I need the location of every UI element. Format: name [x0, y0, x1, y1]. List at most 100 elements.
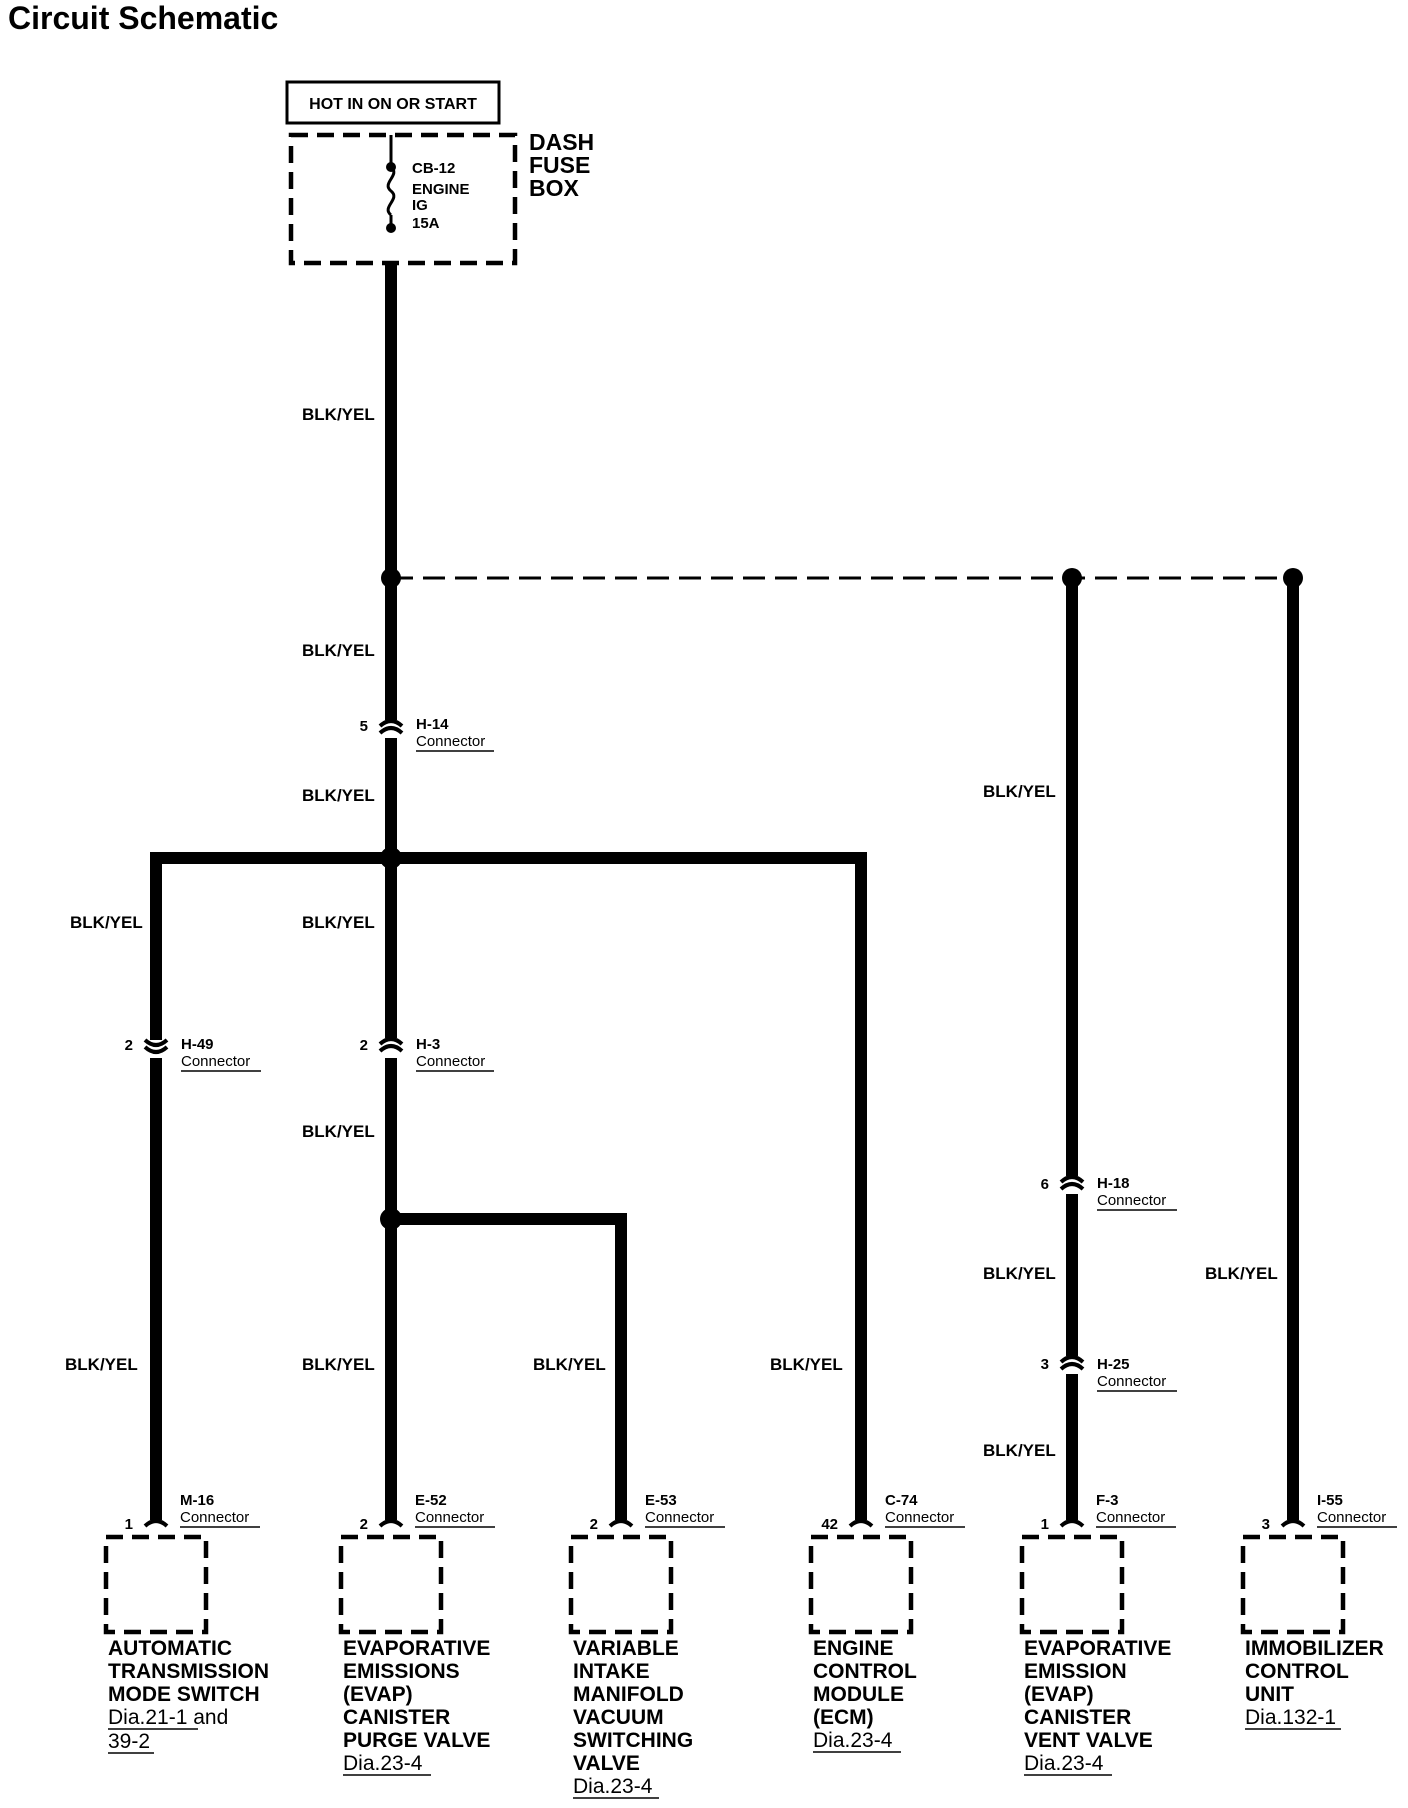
terminal-connector-word: Connector	[885, 1509, 954, 1526]
wire-label: BLK/YEL	[983, 782, 1056, 801]
component-evap-canister-purge-valve: 2 E-52ConnectorEVAPORATIVEEMISSIONS(EVAP)…	[338, 1492, 495, 1776]
component-name-line: (ECM)	[813, 1706, 874, 1729]
terminal-connector-word: Connector	[1317, 1509, 1386, 1526]
component-name-line: CONTROL	[813, 1660, 917, 1683]
component-diagram-ref[interactable]: Dia.23-4	[1024, 1752, 1104, 1775]
component-diagram-ref[interactable]: Dia.132-1	[1245, 1706, 1336, 1729]
component-diagram-ref[interactable]: Dia.23-4	[573, 1775, 653, 1798]
terminal-connector-id: I-55	[1317, 1492, 1343, 1509]
splice-dot	[1283, 568, 1303, 588]
h25-connector-word: Connector	[1097, 1373, 1166, 1390]
h18-pin: 6	[1041, 1176, 1049, 1193]
h14-pin: 5	[360, 718, 368, 735]
fuse-name-1: ENGINE	[412, 181, 470, 198]
terminal-connector-id: E-52	[415, 1492, 447, 1509]
component-diagram-ref[interactable]: Dia.23-4	[813, 1729, 893, 1752]
terminal-pin: 42	[821, 1516, 838, 1533]
component-box	[568, 1534, 674, 1635]
connector-symbol-h14	[378, 719, 404, 735]
h49-id: H-49	[181, 1036, 214, 1053]
wire-labels: BLK/YEL BLK/YEL BLK/YEL BLK/YEL BLK/YEL …	[65, 405, 1278, 1460]
component-name-line: PURGE VALVE	[343, 1729, 490, 1752]
component-name-line: CANISTER	[343, 1706, 450, 1729]
h49-pin: 2	[125, 1037, 133, 1054]
splice-dot	[380, 1208, 402, 1230]
terminal-socket	[1059, 1519, 1085, 1528]
component-box	[808, 1534, 914, 1635]
component-name-line: IMMOBILIZER	[1245, 1637, 1384, 1660]
wire-label: BLK/YEL	[1205, 1264, 1278, 1283]
h18-id: H-18	[1097, 1175, 1130, 1192]
wire-label: BLK/YEL	[983, 1441, 1056, 1460]
h3-connector-word: Connector	[416, 1053, 485, 1070]
h14-id: H-14	[416, 716, 449, 733]
fuse-box-label-1: DASH	[529, 129, 594, 155]
component-diagram-ref[interactable]: 39-2	[108, 1730, 150, 1753]
component-name-line: TRANSMISSION	[108, 1660, 269, 1683]
component-name-line: EVAPORATIVE	[1024, 1637, 1171, 1660]
component-name-line: CANISTER	[1024, 1706, 1131, 1729]
component-name-line: EVAPORATIVE	[343, 1637, 490, 1660]
component-name-line: VALVE	[573, 1752, 640, 1775]
component-name-line: (EVAP)	[343, 1683, 413, 1706]
terminal-socket	[378, 1519, 404, 1528]
h25-pin: 3	[1041, 1356, 1049, 1373]
connector-symbol-h18	[1059, 1175, 1085, 1191]
terminal-connector-id: C-74	[885, 1492, 918, 1509]
wires	[150, 263, 1299, 1520]
component-variable-intake-manifold-vacuum-switching-valve: 2E-53ConnectorVARIABLEINTAKEMANIFOLDVACU…	[568, 1492, 725, 1799]
component-name-line: (EVAP)	[1024, 1683, 1094, 1706]
splice-dot	[1062, 568, 1082, 588]
h3-pin: 2	[360, 1037, 368, 1054]
component-name-line: ENGINE	[813, 1637, 894, 1660]
wire-label: BLK/YEL	[302, 641, 375, 660]
component-name-line: INTAKE	[573, 1660, 650, 1683]
dash-fuse-box	[288, 132, 518, 266]
terminal-pin: 2	[590, 1516, 598, 1533]
terminal-socket	[143, 1519, 169, 1528]
component-name-line: MODULE	[813, 1683, 904, 1706]
terminal-connector-word: Connector	[415, 1509, 484, 1526]
terminal-pin: 2	[360, 1516, 368, 1533]
h3-id: H-3	[416, 1036, 440, 1053]
component-immobilizer-control-unit: 3I-55ConnectorIMMOBILIZERCONTROLUNITDia.…	[1240, 1492, 1397, 1730]
component-name-line: MANIFOLD	[573, 1683, 684, 1706]
component-diagram-ref[interactable]: Dia.23-4	[343, 1752, 423, 1775]
fuse-icon	[386, 135, 396, 233]
wire-label: BLK/YEL	[770, 1355, 843, 1374]
terminal-connector-word: Connector	[180, 1509, 249, 1526]
component-box	[338, 1534, 444, 1635]
component-name-line: EMISSIONS	[343, 1660, 460, 1683]
component-evap-canister-vent-valve: 1F-3ConnectorEVAPORATIVEEMISSION(EVAP)CA…	[1019, 1492, 1176, 1776]
component-box	[1240, 1534, 1346, 1635]
wire-label: BLK/YEL	[65, 1355, 138, 1374]
component-name-line: CONTROL	[1245, 1660, 1349, 1683]
terminal-pin: 3	[1262, 1516, 1270, 1533]
component-name-line: VENT VALVE	[1024, 1729, 1153, 1752]
wire-label: BLK/YEL	[302, 405, 375, 424]
connector-symbol-h25	[1059, 1355, 1085, 1371]
page-title: Circuit Schematic	[8, 0, 279, 36]
component-name-line: EMISSION	[1024, 1660, 1127, 1683]
terminal-socket	[1280, 1519, 1306, 1528]
h49-connector-word: Connector	[181, 1053, 250, 1070]
component-diagram-ref[interactable]: Dia.21-1 and	[108, 1706, 228, 1729]
terminal-connector-id: E-53	[645, 1492, 677, 1509]
terminal-socket	[608, 1519, 634, 1528]
component-name-line: MODE SWITCH	[108, 1683, 260, 1706]
terminal-connector-id: M-16	[180, 1492, 214, 1509]
terminal-connector-word: Connector	[645, 1509, 714, 1526]
component-automatic-transmission-mode-switch: 1M-16ConnectorAUTOMATICTRANSMISSIONMODE …	[103, 1492, 269, 1754]
h18-connector-word: Connector	[1097, 1192, 1166, 1209]
terminal-pin: 1	[1041, 1516, 1049, 1533]
h25-id: H-25	[1097, 1356, 1130, 1373]
fuse-box-label-3: BOX	[529, 175, 580, 201]
connector-symbol-h3	[378, 1037, 404, 1053]
component-name-line: VACUUM	[573, 1706, 664, 1729]
component-box	[1019, 1534, 1125, 1635]
component-engine-control-module: 42 C-74ConnectorENGINECONTROLMODULE(ECM)D…	[808, 1492, 965, 1753]
component-name-line: SWITCHING	[573, 1729, 693, 1752]
h14-connector-word: Connector	[416, 733, 485, 750]
wire-label: BLK/YEL	[983, 1264, 1056, 1283]
